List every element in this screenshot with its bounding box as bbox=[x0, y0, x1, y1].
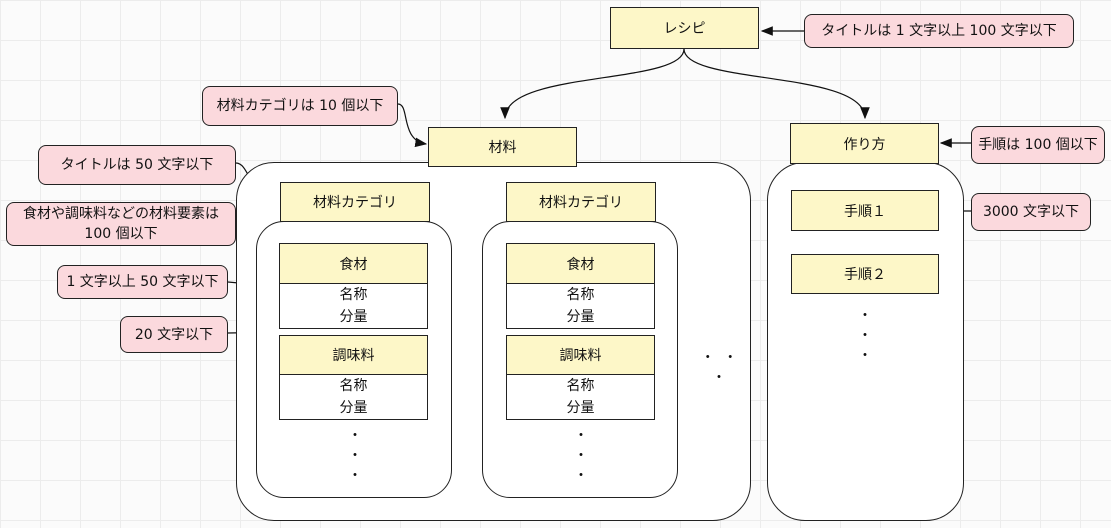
category-label-2: 材料カテゴリ bbox=[539, 195, 623, 211]
note-recipe-title-text: タイトルは 1 文字以上 100 文字以下 bbox=[821, 23, 1057, 39]
field-name: 名称 bbox=[339, 378, 368, 394]
category-node-1: 材料カテゴリ bbox=[280, 182, 430, 222]
recipe-node: レシピ bbox=[610, 7, 759, 49]
field-name: 名称 bbox=[566, 378, 595, 394]
ellipsis-vertical-2: ・・・ bbox=[574, 428, 588, 484]
note-name-length: 1 文字以上 50 文字以下 bbox=[57, 265, 228, 299]
note-element-count: 食材や調味料などの材料要素は 100 個以下 bbox=[6, 202, 236, 246]
recipe-label: レシピ bbox=[663, 21, 706, 37]
method-label: 作り方 bbox=[843, 136, 886, 153]
category-node-2: 材料カテゴリ bbox=[506, 182, 656, 222]
edge-note-category-count bbox=[397, 103, 428, 148]
seasoning-group-2: 調味料 bbox=[506, 335, 655, 375]
ingredient-group-2: 食材 bbox=[506, 243, 655, 284]
note-step-count-text: 手順は 100 個以下 bbox=[978, 137, 1098, 153]
seasoning-fields-2: 名称 分量 bbox=[506, 374, 655, 420]
note-step-length-text: 3000 文字以下 bbox=[982, 204, 1080, 220]
seasoning-fields-1: 名称 分量 bbox=[279, 374, 428, 420]
ingredient-fields-2: 名称 分量 bbox=[506, 283, 655, 329]
note-category-count: 材料カテゴリは 10 個以下 bbox=[202, 86, 398, 126]
note-step-count: 手順は 100 個以下 bbox=[971, 126, 1105, 164]
category-label-1: 材料カテゴリ bbox=[313, 195, 397, 211]
ingredient-fields-1: 名称 分量 bbox=[279, 283, 428, 329]
ellipsis-vertical-1: ・・・ bbox=[348, 428, 362, 484]
step-node-2: 手順２ bbox=[791, 254, 939, 294]
note-amount-length-text: 20 文字以下 bbox=[134, 326, 214, 343]
ingredient-group-1: 食材 bbox=[279, 243, 428, 284]
note-category-count-text: 材料カテゴリは 10 個以下 bbox=[216, 98, 384, 114]
note-category-title-text: タイトルは 50 文字以下 bbox=[60, 157, 214, 173]
step-label-2: 手順２ bbox=[844, 267, 886, 283]
ellipsis-vertical-steps: ・・・ bbox=[858, 308, 872, 364]
field-amount: 分量 bbox=[339, 309, 368, 325]
ingredients-node: 材料 bbox=[428, 127, 577, 167]
note-name-length-text: 1 文字以上 50 文字以下 bbox=[66, 274, 219, 290]
method-node: 作り方 bbox=[790, 123, 939, 164]
ingredients-label: 材料 bbox=[488, 140, 517, 156]
note-recipe-title: タイトルは 1 文字以上 100 文字以下 bbox=[804, 14, 1074, 48]
note-category-title: タイトルは 50 文字以下 bbox=[38, 145, 236, 185]
field-amount: 分量 bbox=[339, 400, 368, 416]
step-node-1: 手順１ bbox=[791, 190, 939, 231]
field-name: 名称 bbox=[566, 287, 595, 303]
field-name: 名称 bbox=[339, 287, 368, 303]
seasoning-group-label-2: 調味料 bbox=[559, 348, 602, 364]
edge-recipe-ingredients bbox=[500, 48, 685, 120]
seasoning-group-1: 調味料 bbox=[279, 335, 428, 375]
note-element-count-line2: 100 個以下 bbox=[84, 226, 158, 242]
note-step-length: 3000 文字以下 bbox=[971, 193, 1091, 231]
step-label-1: 手順１ bbox=[844, 203, 886, 220]
field-amount: 分量 bbox=[566, 400, 595, 416]
edge-recipe-method bbox=[683, 48, 870, 120]
ingredient-group-label-2: 食材 bbox=[566, 256, 595, 273]
ingredient-group-label-1: 食材 bbox=[339, 256, 368, 273]
seasoning-group-label-1: 調味料 bbox=[332, 348, 375, 364]
field-amount: 分量 bbox=[566, 309, 595, 325]
note-element-count-line1: 食材や調味料などの材料要素は bbox=[23, 206, 219, 222]
ellipsis-horizontal: ・ ・ ・ bbox=[700, 350, 740, 386]
note-amount-length: 20 文字以下 bbox=[120, 316, 228, 353]
